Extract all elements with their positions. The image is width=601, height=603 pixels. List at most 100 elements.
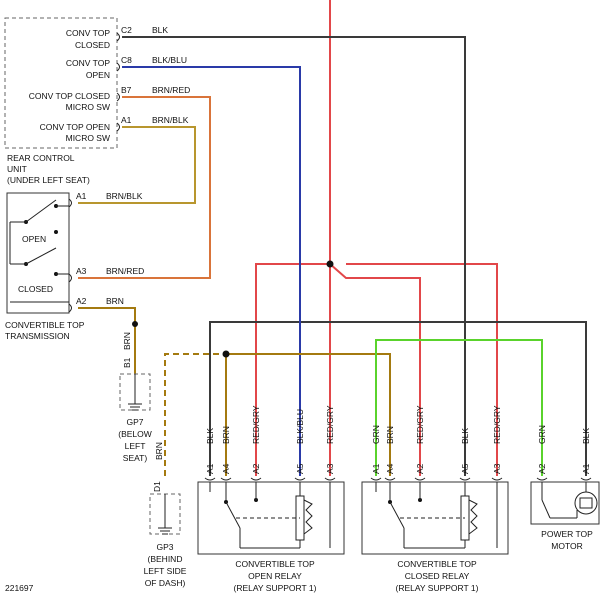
svg-text:RED/GRY: RED/GRY [325,405,335,444]
open-relay-label-l1: CONVERTIBLE TOP [235,559,315,569]
svg-text:BLK: BLK [205,428,215,444]
svg-text:A3: A3 [325,463,335,474]
rcu-pin1-wire: BLK [152,25,168,35]
svg-text:A4: A4 [221,463,231,474]
rear-control-unit-pins: CONV TOP CLOSED C2 BLK CONV TOP OPEN C8 … [29,25,191,143]
gp3-ground-icon [158,527,172,535]
trans-connector-a3 [68,273,72,283]
wire-brn-red [78,96,211,279]
transmission-open-label: OPEN [22,234,46,244]
svg-text:BLK: BLK [460,428,470,444]
svg-text:A2: A2 [415,463,425,474]
rcu-pin3-name-l2: MICRO SW [66,102,110,112]
closed-relay-label-l3: (RELAY SUPPORT 1) [396,583,479,593]
wire-blk-ground [209,321,587,476]
gp7-label-l1: GP7 [126,417,143,427]
wire-brn-gp7 [78,307,136,374]
rcu-pin2-id: C8 [121,55,132,65]
wire-brn-relay-closed [226,353,391,476]
rcu-connector-c2 [116,32,120,42]
motor-box [530,481,600,525]
svg-text:A2: A2 [251,463,261,474]
gp3-label-l4: OF DASH) [145,578,186,588]
rcu-label-l3: (UNDER LEFT SEAT) [7,175,90,185]
wire-grn [375,339,543,476]
rcu-pin2-name-l1: CONV TOP [66,58,110,68]
splice-dot-brn [222,350,230,358]
svg-text:A1: A1 [205,463,215,474]
rcu-connector-b7 [116,92,120,102]
closed-relay-pin-labels: GRN A1 BRN A4 RED/GRY A2 BLK A5 RED/GRY … [371,405,502,474]
rcu-pin4-name-l1: CONV TOP OPEN [40,122,110,132]
trans-wire-a2: BRN [106,296,124,306]
svg-text:A1: A1 [371,463,381,474]
trans-connector-a2 [68,303,72,313]
svg-text:GRN: GRN [371,425,381,444]
svg-text:RED/GRY: RED/GRY [251,405,261,444]
trans-pin-a2: A2 [76,296,87,306]
closed-relay-label-l2: CLOSED RELAY [405,571,470,581]
rcu-pin1-id: C2 [121,25,132,35]
motor-label-l1: POWER TOP [541,529,593,539]
rcu-pin4-id: A1 [121,115,132,125]
rcu-pin2-wire: BLK/BLU [152,55,187,65]
open-relay-label-l2: OPEN RELAY [248,571,302,581]
open-relay-label-l3: (RELAY SUPPORT 1) [234,583,317,593]
rcu-connector-c8 [116,62,120,72]
rcu-pin3-id: B7 [121,85,132,95]
rcu-pin4-wire: BRN/BLK [152,115,189,125]
svg-text:BLK/BLU: BLK/BLU [295,409,305,444]
rcu-pin1-name-l2: CLOSED [75,40,110,50]
gp7-ground-icon [128,403,142,411]
trans-pin-a1: A1 [76,191,87,201]
rcu-label-l2: UNIT [7,164,27,174]
trans-pin-a3: A3 [76,266,87,276]
wire-red-gry-branch-right [329,263,421,476]
diagram-id: 221697 [5,583,34,593]
rcu-pin3-name-l1: CONV TOP CLOSED [29,91,110,101]
svg-text:A1: A1 [581,463,591,474]
rcu-pin2-name-l2: OPEN [86,70,110,80]
svg-text:A3: A3 [492,463,502,474]
rcu-pin1-name-l1: CONV TOP [66,28,110,38]
wire-brn-blk [78,126,196,204]
gp7-label-l2: (BELOW [118,429,152,439]
motor-pin-labels: GRN A2 BLK A1 [537,425,591,474]
wire-brn-dashed [164,353,226,476]
splice-dot-red [326,260,334,268]
closed-relay-box [361,481,509,555]
transmission-box [6,192,70,314]
rcu-label-l1: REAR CONTROL [7,153,75,163]
gp7-pin: B1 [122,357,132,368]
trans-wire-a1: BRN/BLK [106,191,143,201]
gp3-label-l3: LEFT SIDE [144,566,187,576]
open-relay-box [197,481,345,555]
gp7-wire-out: BRN [154,442,164,460]
gp7-label-l4: SEAT) [123,453,148,463]
transmission-label-l2: TRANSMISSION [5,331,70,341]
trans-wire-a3: BRN/RED [106,266,144,276]
rcu-pin4-name-l2: MICRO SW [66,133,110,143]
rear-control-unit-box [4,17,118,149]
wire-blk-blu [122,66,301,476]
svg-text:BLK: BLK [581,428,591,444]
gp3-label-l1: GP3 [156,542,173,552]
svg-text:BRN: BRN [221,426,231,444]
gp7-wire-in: BRN [122,332,132,350]
trans-connector-a1 [68,198,72,208]
motor-label-l2: MOTOR [551,541,582,551]
svg-text:RED/GRY: RED/GRY [415,405,425,444]
svg-text:A5: A5 [460,463,470,474]
wire-blk-c2 [122,36,466,476]
splice-dot-gp7-top [132,321,138,327]
svg-text:GRN: GRN [537,425,547,444]
transmission-label-l1: CONVERTIBLE TOP [5,320,85,330]
transmission-closed-label: CLOSED [18,284,53,294]
wire-red-gry-branch [255,263,330,476]
wire-red-gry-branch-far [346,263,498,476]
svg-text:A2: A2 [537,463,547,474]
gp3-pin: D1 [152,481,162,492]
closed-relay-label-l1: CONVERTIBLE TOP [397,559,477,569]
rcu-connector-a1 [116,122,120,132]
